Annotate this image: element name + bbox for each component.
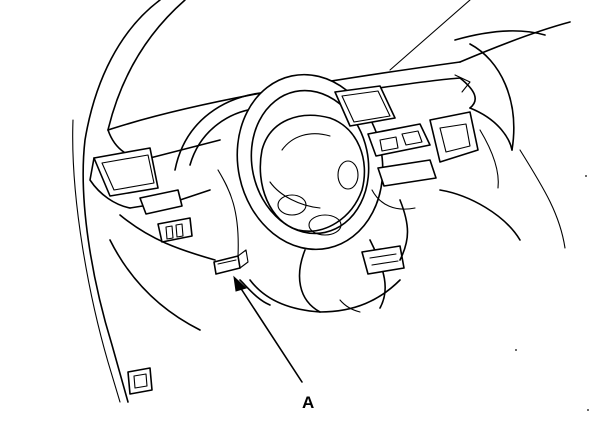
callout-a-leader bbox=[233, 275, 303, 383]
left-dash-panel bbox=[89, 157, 216, 261]
center-lower-vent bbox=[361, 199, 409, 275]
right-pillar bbox=[454, 30, 566, 249]
sill-switch bbox=[127, 367, 153, 395]
right-dash bbox=[439, 107, 521, 241]
lower-dash bbox=[109, 239, 401, 331]
steering-column bbox=[298, 239, 386, 313]
a-pillar bbox=[72, 0, 186, 403]
data-link-connector bbox=[213, 249, 249, 275]
callout-label-a: A bbox=[302, 393, 314, 412]
connector-wire bbox=[217, 169, 239, 257]
center-console bbox=[334, 85, 479, 210]
stray-marks bbox=[515, 175, 589, 411]
switch-block bbox=[157, 217, 193, 243]
left-vent bbox=[93, 147, 159, 197]
